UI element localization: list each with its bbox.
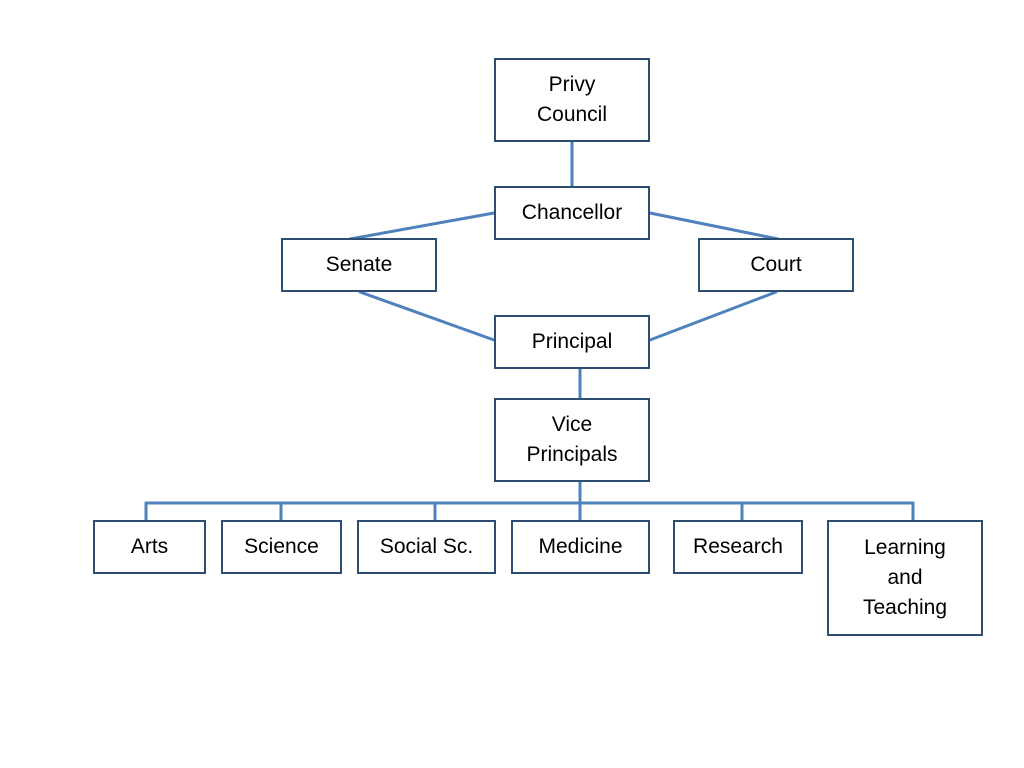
- node-science: Science: [221, 520, 342, 574]
- node-arts: Arts: [93, 520, 206, 574]
- edge-chancellor-senate: [348, 211, 496, 241]
- node-vice-principals: Vice Principals: [494, 398, 650, 482]
- edge-chancellor-court: [648, 211, 780, 241]
- edge-court-principal: [648, 290, 778, 342]
- edge-senate-principal: [358, 290, 496, 342]
- node-social-sc: Social Sc.: [357, 520, 496, 574]
- node-medicine: Medicine: [511, 520, 650, 574]
- node-court: Court: [698, 238, 854, 292]
- node-research: Research: [673, 520, 803, 574]
- node-principal: Principal: [494, 315, 650, 369]
- node-privy-council: Privy Council: [494, 58, 650, 142]
- node-senate: Senate: [281, 238, 437, 292]
- node-learning-and-teaching: Learning and Teaching: [827, 520, 983, 636]
- node-chancellor: Chancellor: [494, 186, 650, 240]
